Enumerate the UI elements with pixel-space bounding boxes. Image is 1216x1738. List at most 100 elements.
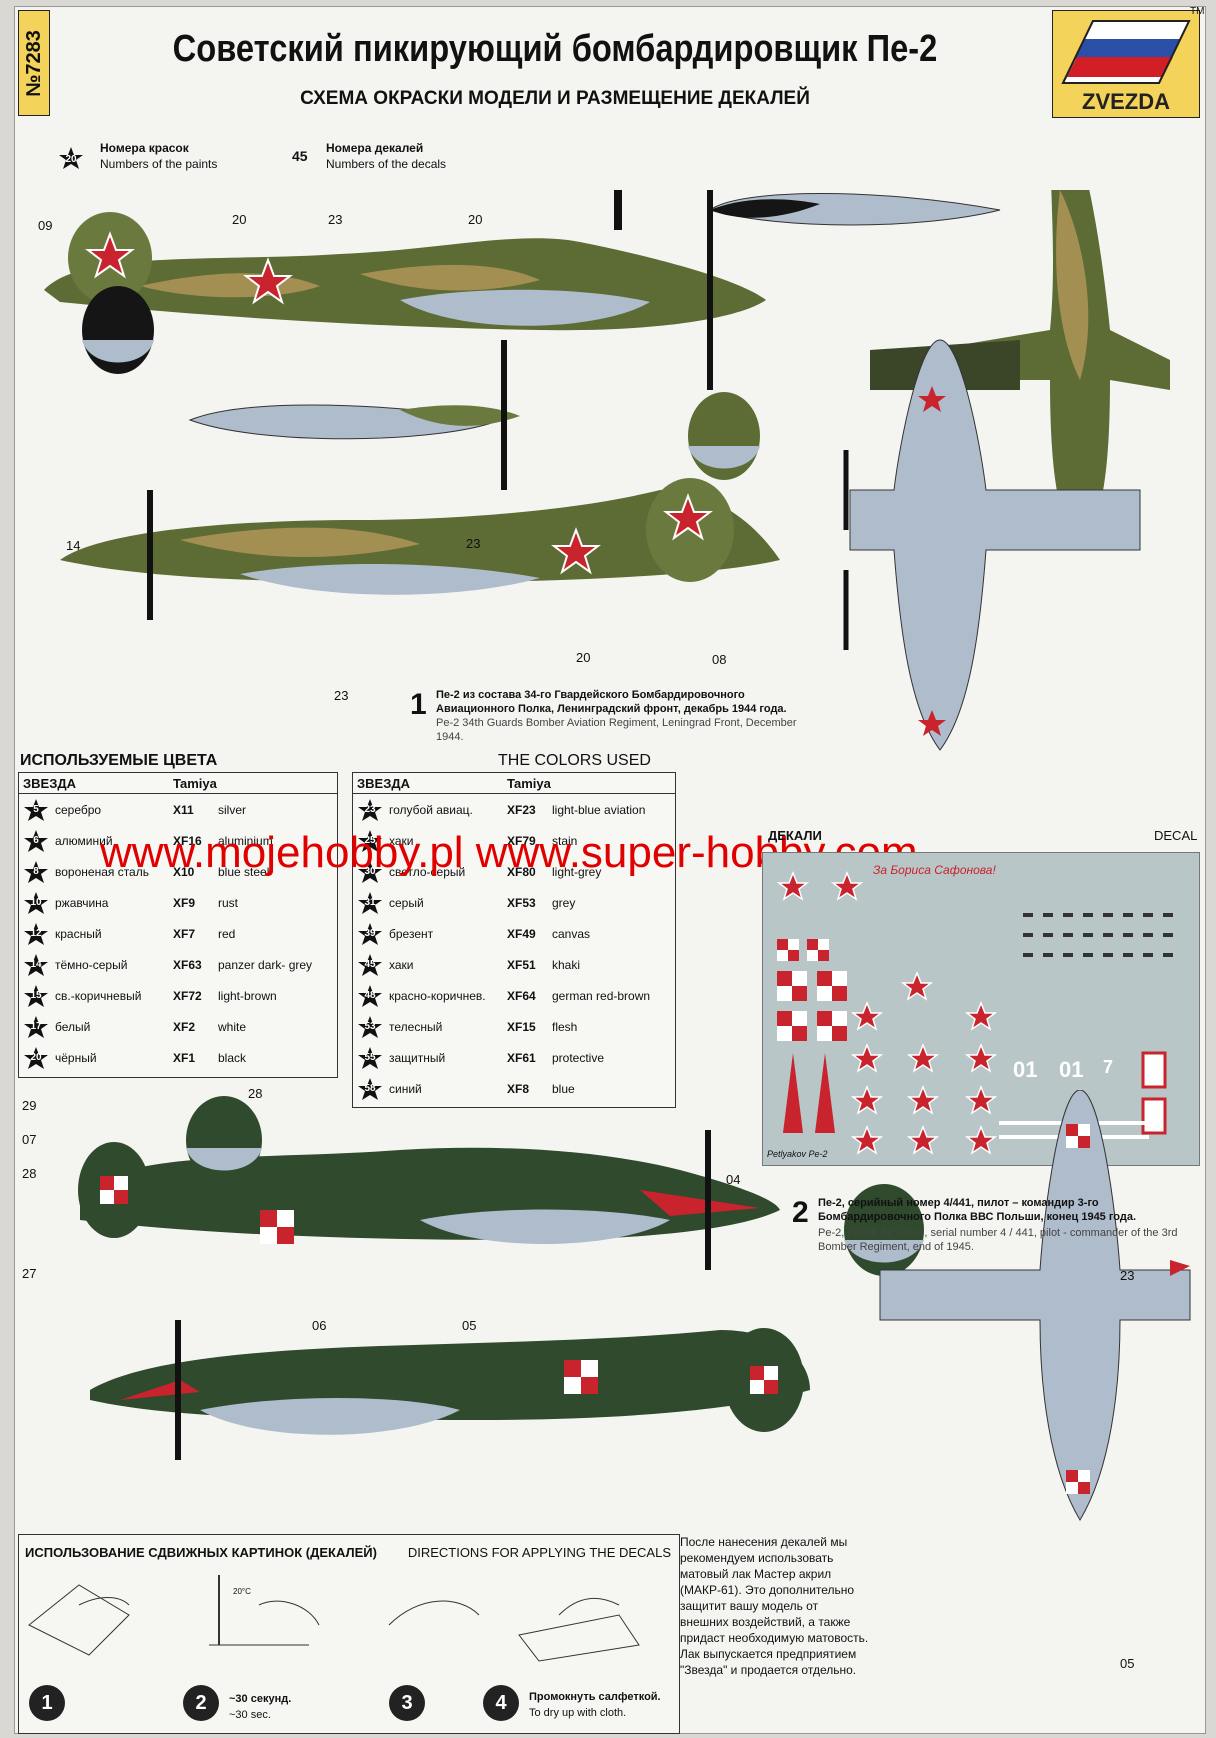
- col-tamiya: Tamiya: [173, 775, 217, 791]
- decal-sheet: За Бориса Сафонова! 01 01 7 Petlyakov Pe…: [762, 852, 1200, 1166]
- color-name-en: white: [218, 1019, 247, 1034]
- color-name-en: grey: [552, 895, 576, 910]
- tamiya-code: XF72: [173, 988, 202, 1003]
- scheme1-illustrations: [44, 190, 1170, 751]
- paint-star-icon: 48: [357, 984, 383, 1008]
- brand-name: ZVEZDA: [1082, 89, 1170, 114]
- tamiya-code: XF23: [507, 802, 536, 817]
- decal-sheet-caption: Petlyakov Pe-2: [767, 1149, 828, 1159]
- catalog-number-badge: №7283: [18, 10, 50, 116]
- flag-icon: [1061, 20, 1191, 84]
- tamiya-code: XF64: [507, 988, 536, 1003]
- paint-star-icon: 55: [357, 1046, 383, 1070]
- col-tamiya: Tamiya: [507, 775, 551, 791]
- paint-star-icon: 15: [23, 984, 49, 1008]
- callout-label: 04: [726, 1172, 741, 1187]
- color-name-ru: ржавчина: [55, 895, 109, 910]
- decal-legend-ru: Номера декалей: [326, 141, 424, 155]
- step-4-ru: Промокнуть салфеткой.: [529, 1691, 661, 1703]
- paint-star-icon: 20: [58, 146, 84, 170]
- color-name-ru: защитный: [389, 1050, 446, 1065]
- callout-label: 08: [712, 652, 727, 667]
- decal-number-7: 7: [1103, 1057, 1114, 1077]
- scheme2-illustrations: [78, 1090, 1191, 1521]
- scheme2-number: 2: [792, 1196, 809, 1229]
- decal-slogan: За Бориса Сафонова!: [873, 863, 996, 877]
- tamiya-code: X10: [173, 864, 195, 879]
- paint-star-icon: 8: [23, 860, 49, 884]
- callout-label: 27: [22, 1266, 37, 1281]
- color-name-en: khaki: [552, 957, 581, 972]
- decals-title-en: DECAL: [1154, 828, 1198, 843]
- paint-star-icon: 23: [357, 798, 383, 822]
- callout-label: 05: [1120, 1656, 1135, 1671]
- color-name-en: canvas: [552, 926, 591, 941]
- paint-legend-ru: Номера красок: [100, 141, 189, 155]
- pe2-nacelle-side2: [188, 340, 520, 490]
- tamiya-code: XF9: [173, 895, 196, 910]
- paint-star-icon: 30: [357, 860, 383, 884]
- color-name-en: stain: [552, 833, 578, 848]
- directions-panel: ИСПОЛЬЗОВАНИЕ СДВИЖНЫХ КАРТИНОК (ДЕКАЛЕЙ…: [18, 1534, 680, 1734]
- color-name-en: german red-brown: [552, 988, 651, 1003]
- tamiya-code: XF80: [507, 864, 536, 879]
- pe2-polish-side-left: [78, 1130, 780, 1270]
- callout-label: 28: [248, 1086, 263, 1101]
- directions-title-ru: ИСПОЛЬЗОВАНИЕ СДВИЖНЫХ КАРТИНОК (ДЕКАЛЕЙ…: [25, 1545, 377, 1560]
- color-name-ru: св.-коричневый: [55, 988, 142, 1003]
- color-name-en: panzer dark- grey: [218, 957, 313, 972]
- step-4-circle: 4: [483, 1685, 519, 1721]
- paint-star-icon: 17: [23, 1015, 49, 1039]
- color-name-ru: красно-коричнев.: [389, 988, 486, 1003]
- color-name-en: blue: [552, 1081, 575, 1096]
- decal-artwork: [776, 870, 1173, 1155]
- color-name-ru: чёрный: [55, 1050, 97, 1065]
- color-name-ru: вороненая сталь: [55, 864, 149, 879]
- decals-title-ru: ДЕКАЛИ: [768, 828, 822, 843]
- paint-star-icon: 53: [357, 1015, 383, 1039]
- callout-label: 20: [576, 650, 591, 665]
- tamiya-code: XF15: [507, 1019, 536, 1034]
- tamiya-code: XF79: [507, 833, 536, 848]
- decal-legend-text: Номера декалей Numbers of the decals: [326, 140, 446, 172]
- step-2-circle: 2: [183, 1685, 219, 1721]
- color-name-en: flesh: [552, 1019, 578, 1034]
- color-row: 8 вороненая сталь X10 blue steel: [19, 856, 337, 887]
- callout-label: 23: [1120, 1268, 1135, 1283]
- color-row: 48 красно-коричнев. XF64 german red-brown: [353, 980, 675, 1011]
- color-name-en: blue steel: [218, 864, 270, 879]
- tamiya-code: XF1: [173, 1050, 196, 1065]
- tamiya-code: XF49: [507, 926, 536, 941]
- page-subtitle: СХЕМА ОКРАСКИ МОДЕЛИ И РАЗМЕЩЕНИЕ ДЕКАЛЕ…: [300, 88, 810, 109]
- paint-star-icon: 58: [357, 1077, 383, 1101]
- step-4-en: To dry up with cloth.: [529, 1707, 627, 1719]
- catalog-number: №7283: [22, 29, 45, 97]
- scheme1-caption-en: Pe-2 34th Guards Bomber Aviation Regimen…: [436, 717, 797, 743]
- decal-legend-en: Numbers of the decals: [326, 157, 447, 171]
- paint-star-icon: 45: [357, 953, 383, 977]
- color-name-ru: серебро: [55, 802, 102, 817]
- color-name-en: rust: [218, 895, 239, 910]
- callout-label: 23: [328, 212, 343, 227]
- pe2-side-view-left: [44, 190, 766, 390]
- color-name-en: silver: [218, 802, 247, 817]
- decal-legend-number: 45: [292, 148, 308, 164]
- tamiya-code: XF63: [173, 957, 202, 972]
- zvezda-logo: ZVEZDA: [1052, 10, 1200, 118]
- color-name-ru: алюминий: [55, 833, 113, 848]
- callout-label: 07: [22, 1132, 37, 1147]
- step-1-circle: 1: [29, 1685, 65, 1721]
- color-name-en: black: [218, 1050, 247, 1065]
- paint-star-icon: 6: [23, 829, 49, 853]
